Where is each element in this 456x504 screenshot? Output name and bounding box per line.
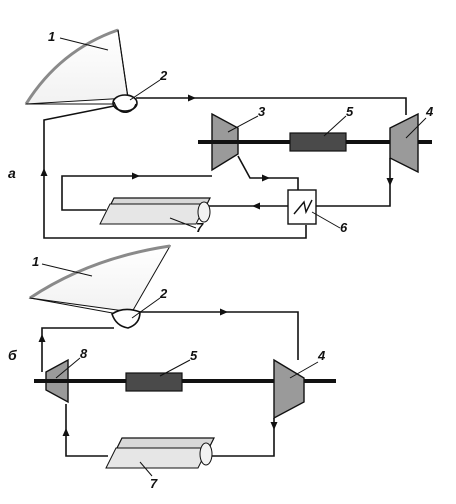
leader-b-7 <box>139 461 153 477</box>
arrow-b-2 <box>38 334 46 342</box>
generator-b <box>125 372 183 392</box>
label-b-mirror: 1 <box>32 254 39 269</box>
arrow-a-2 <box>40 168 48 176</box>
pipe-b-right <box>210 418 275 457</box>
label-a-heat-exchanger: 6 <box>340 220 348 235</box>
label-a-mirror: 1 <box>48 29 55 44</box>
mirror-a-ray2 <box>117 29 129 99</box>
mirror-a <box>25 29 129 105</box>
receiver-b <box>111 308 141 329</box>
pipe-b-top <box>140 311 299 360</box>
arrow-a-3 <box>386 178 394 186</box>
diagram-a: 1 2 3 5 4 6 7 а <box>8 28 434 239</box>
label-a-compressor: 4 <box>425 104 434 119</box>
pipe-a-top <box>136 97 407 115</box>
pipe-b-bottom <box>65 404 108 457</box>
radiator-b <box>105 437 215 469</box>
arrow-a-4 <box>262 174 270 182</box>
leader-a-5 <box>323 115 347 137</box>
heat-exchanger-a <box>287 189 317 225</box>
label-diagram-a: а <box>8 165 16 181</box>
mirror-b-surface <box>29 244 171 300</box>
leader-a-1 <box>59 37 109 51</box>
arrow-b-1 <box>220 308 228 316</box>
radiator-a <box>99 197 211 225</box>
arrow-a-5 <box>252 202 260 210</box>
generator-a <box>289 132 347 152</box>
leader-a-6 <box>311 211 341 229</box>
mirror-a-surface <box>24 28 119 105</box>
leader-a-7 <box>169 217 197 229</box>
label-b-turbine: 8 <box>80 346 88 361</box>
diagram-b: 1 2 8 5 4 7 б <box>8 244 336 491</box>
pipe-a-right <box>316 158 391 207</box>
leader-a-4 <box>405 117 427 139</box>
arrow-b-3 <box>270 422 278 430</box>
pipe-b-left <box>41 327 114 372</box>
leader-a-3 <box>227 115 259 133</box>
label-b-compressor: 4 <box>317 348 326 363</box>
leader-b-8 <box>55 357 81 379</box>
label-diagram-b: б <box>8 347 17 363</box>
leader-b-1 <box>41 263 93 277</box>
label-a-generator: 5 <box>346 104 354 119</box>
pipe-a-left <box>43 105 307 239</box>
label-a-turbine: 3 <box>258 104 266 119</box>
label-b-radiator: 7 <box>150 476 158 491</box>
label-a-radiator: 7 <box>196 220 204 235</box>
leader-b-2 <box>131 297 161 319</box>
arrow-a-6 <box>132 172 140 180</box>
compressor-a <box>389 112 419 174</box>
pipe-a-turbine-out <box>237 155 299 190</box>
label-b-generator: 5 <box>190 348 198 363</box>
mirror-b-ray <box>29 297 119 315</box>
leader-b-4 <box>289 361 319 379</box>
compressor-b <box>273 358 305 420</box>
leader-a-2 <box>129 79 161 101</box>
label-b-receiver: 2 <box>159 286 168 301</box>
arrow-a-1 <box>188 94 196 102</box>
leader-b-5 <box>159 359 191 377</box>
label-a-receiver: 2 <box>159 68 168 83</box>
arrow-b-4 <box>62 428 70 436</box>
